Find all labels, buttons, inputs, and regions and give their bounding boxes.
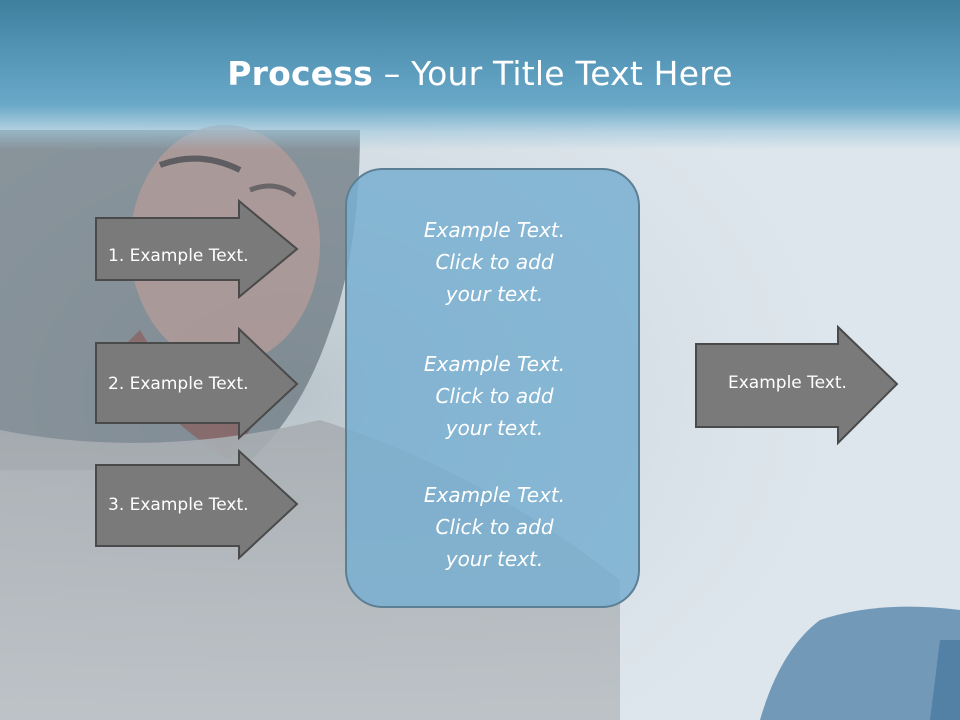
center-text-box[interactable]: Example Text. Click to add your text. Ex… xyxy=(345,168,640,608)
title-rest: – Your Title Text Here xyxy=(373,54,733,93)
result-arrow[interactable]: Example Text. xyxy=(695,324,900,446)
process-arrow-2[interactable]: 2. Example Text. xyxy=(95,326,300,441)
center-text-block-2: Example Text. Click to add your text. xyxy=(423,352,566,440)
title-bold: Process xyxy=(227,54,374,93)
arrow-label: Example Text. xyxy=(728,373,847,393)
arrow-shape-icon xyxy=(95,448,299,561)
arrow-shape-icon xyxy=(95,326,299,441)
arrow-label: 3. Example Text. xyxy=(108,495,249,515)
slide-title[interactable]: Process – Your Title Text Here xyxy=(0,52,960,96)
process-arrow-1[interactable]: 1. Example Text. xyxy=(95,198,300,300)
center-text-block-1: Example Text. Click to add your text. xyxy=(423,218,566,306)
arrow-label: 1. Example Text. xyxy=(108,246,249,266)
header-band xyxy=(0,0,960,150)
process-arrow-3[interactable]: 3. Example Text. xyxy=(95,448,300,561)
center-text-block-3: Example Text. Click to add your text. xyxy=(423,483,566,571)
arrow-label: 2. Example Text. xyxy=(108,374,249,394)
arrow-shape-icon xyxy=(95,198,299,300)
arrow-shape-icon xyxy=(695,324,899,446)
